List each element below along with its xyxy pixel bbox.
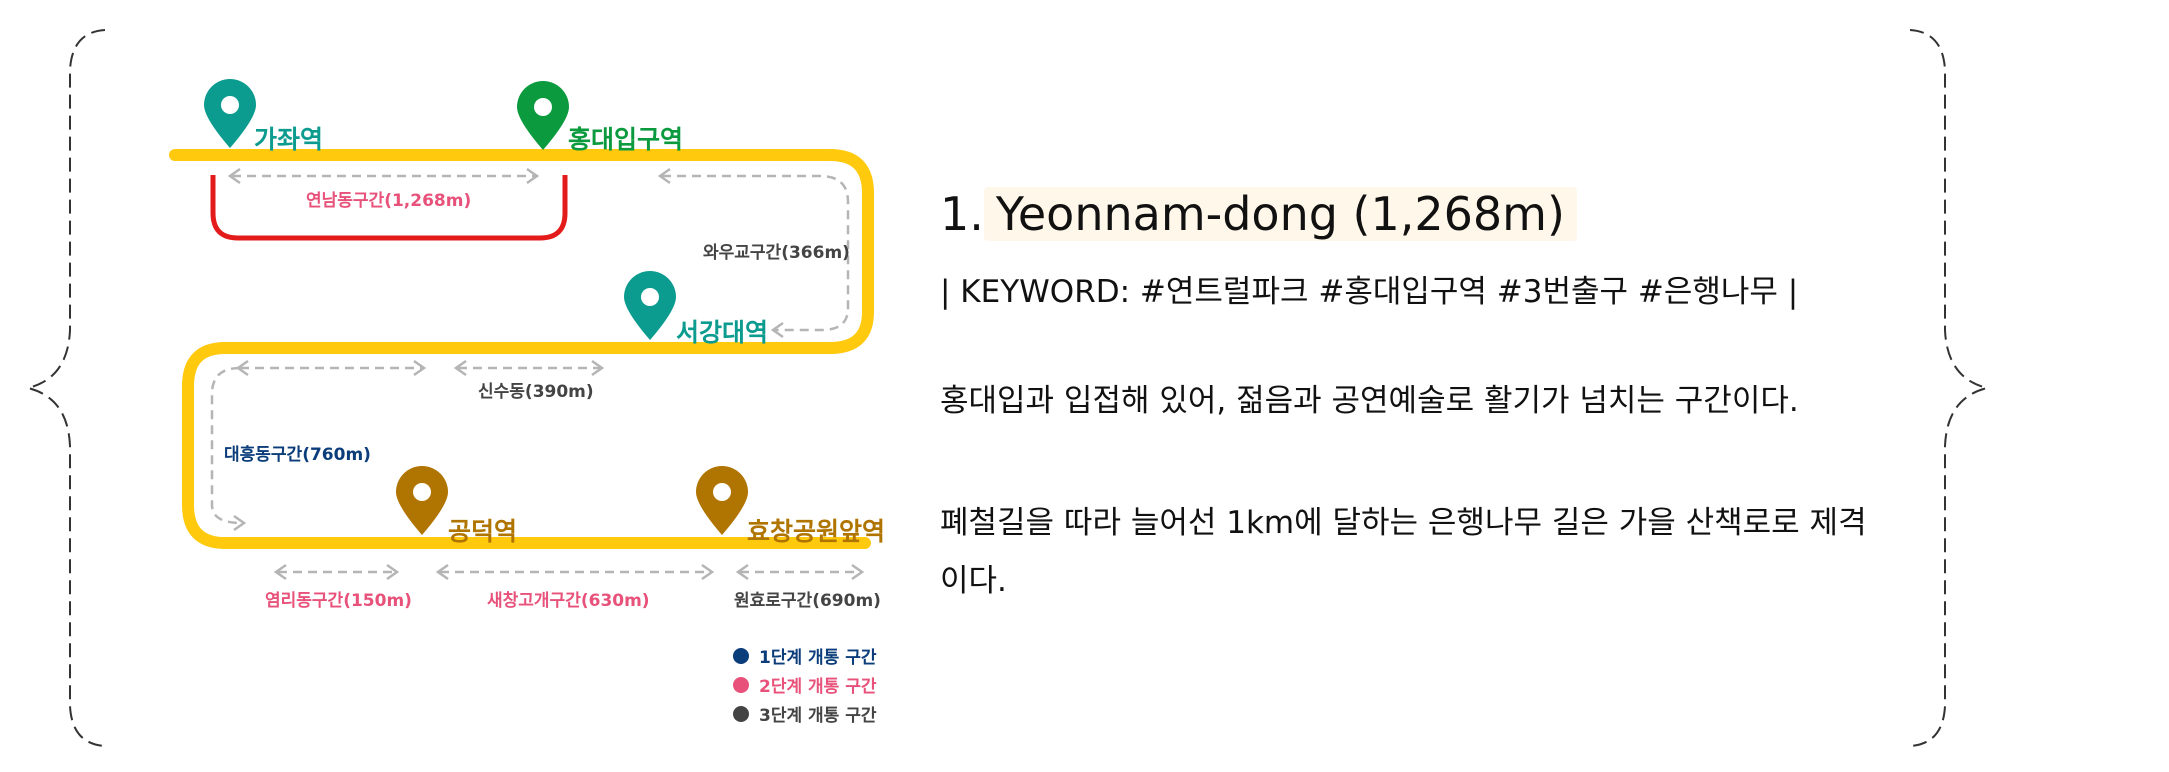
paragraph-2: 폐철길을 따라 늘어선 1km에 달하는 은행나무 길은 가을 산책로로 제격이… <box>940 505 1867 599</box>
section-title: 1.Yeonnam-dong (1,268m) <box>940 180 1577 248</box>
section-content: 1.Yeonnam-dong (1,268m) | KEYWORD: #연트럴파… <box>940 180 1880 610</box>
segment-daeheung: 대흥동구간(760m) <box>224 445 371 465</box>
legend-phase2: 2단계 개통 구간 <box>733 672 877 697</box>
station-gajwa: 가좌역 <box>254 125 324 154</box>
legend-dot-icon <box>733 705 749 722</box>
segment-sinsu: 신수동(390m) <box>478 382 594 402</box>
segment-wonhyo: 원효로구간(690m) <box>734 591 881 611</box>
segment-saechang: 새창고개구간(630m) <box>487 591 650 611</box>
legend-phase3: 3단계 개통 구간 <box>733 701 877 726</box>
left-brace <box>27 29 106 747</box>
legend-dot-icon <box>733 676 749 693</box>
station-hongik: 홍대입구역 <box>568 125 684 154</box>
title-number: 1. <box>940 187 984 241</box>
arrow-wawoogyo <box>662 174 850 332</box>
route-map-graphic <box>169 79 874 581</box>
pin-seogang-icon <box>624 271 676 340</box>
segment-wawoogyo: 와우교구간(366m) <box>703 243 850 263</box>
segment-yeonnam: 연남동구간(1,268m) <box>306 191 472 211</box>
paragraph-1: 홍대입과 입접해 있어, 젊음과 공연예술로 활기가 넘치는 구간이다. <box>940 383 1799 419</box>
legend-label: 1단계 개통 구간 <box>759 648 877 668</box>
legend-label: 3단계 개통 구간 <box>759 706 877 726</box>
title-text: Yeonnam-dong (1,268m) <box>983 187 1577 241</box>
legend-label: 2단계 개통 구간 <box>759 677 877 697</box>
legend-phase1: 1단계 개통 구간 <box>733 643 877 668</box>
pin-gongdeok-icon <box>396 466 448 535</box>
pin-gajwa-icon <box>204 79 256 148</box>
station-gongdeok: 공덕역 <box>448 517 518 546</box>
station-hyochang: 효창공원앞역 <box>747 517 886 546</box>
route-line <box>169 149 874 549</box>
legend-dot-icon <box>733 647 749 664</box>
phase1-highlight <box>210 175 568 241</box>
keyword-line: | KEYWORD: #연트럴파크 #홍대입구역 #3번출구 #은행나무 | <box>940 274 1799 310</box>
route-map: 가좌역 홍대입구역 서강대역 공덕역 효창공원앞역 연남동구간(1,268m) … <box>0 0 900 772</box>
segment-yeomni: 염리동구간(150m) <box>265 591 412 611</box>
station-seogang: 서강대역 <box>676 318 769 347</box>
pin-hongik-icon <box>517 81 569 150</box>
right-brace <box>1909 29 1988 747</box>
pin-hyochang-icon <box>696 466 748 535</box>
